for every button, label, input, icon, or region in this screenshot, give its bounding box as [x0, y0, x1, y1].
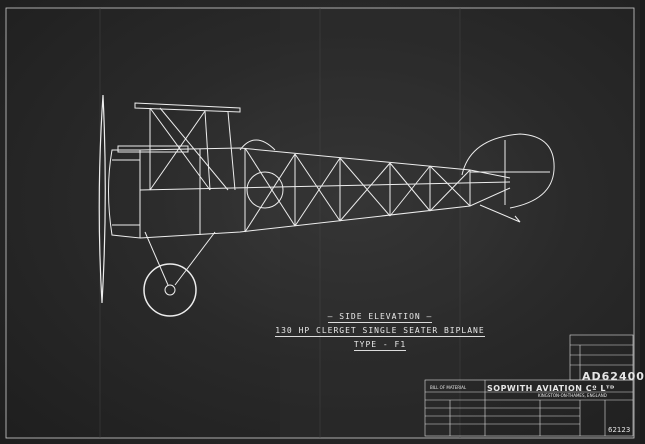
- caption-side-elevation: — SIDE ELEVATION —: [327, 312, 433, 323]
- drawing-type: TYPE - F1: [270, 340, 490, 351]
- biplane-side-elevation: [98, 94, 555, 317]
- bill-of-material-label: BILL OF MATERIAL: [430, 385, 467, 390]
- company-name: SOPWITH AVIATION Cº Lᵀᴰ: [487, 384, 615, 393]
- gun: [117, 145, 189, 153]
- propeller: [98, 94, 106, 304]
- caption-aircraft-description: 130 HP CLERGET SINGLE SEATER BIPLANE: [275, 326, 485, 337]
- fuselage: [139, 147, 511, 239]
- company-address: KINGSTON-ON-THAMES, ENGLAND: [538, 393, 607, 398]
- drawing-caption: — SIDE ELEVATION —: [270, 312, 490, 323]
- engine-cowling: [108, 149, 141, 239]
- tail-skid: [479, 204, 521, 223]
- drawing-subtitle: 130 HP CLERGET SINGLE SEATER BIPLANE: [270, 326, 490, 337]
- reproduction-number: AD62400: [582, 370, 645, 383]
- rudder: [461, 133, 555, 209]
- undercarriage: [143, 231, 216, 317]
- title-block: [424, 334, 634, 437]
- windscreen: [239, 139, 276, 151]
- sheet-number: 62123: [608, 426, 631, 434]
- cockpit-ring: [246, 171, 284, 209]
- paper-panel: [280, 8, 460, 438]
- main-wheel: [143, 263, 197, 317]
- upper-wing: [134, 102, 241, 191]
- caption-type: TYPE - F1: [353, 340, 407, 351]
- tail-unit: [461, 133, 555, 223]
